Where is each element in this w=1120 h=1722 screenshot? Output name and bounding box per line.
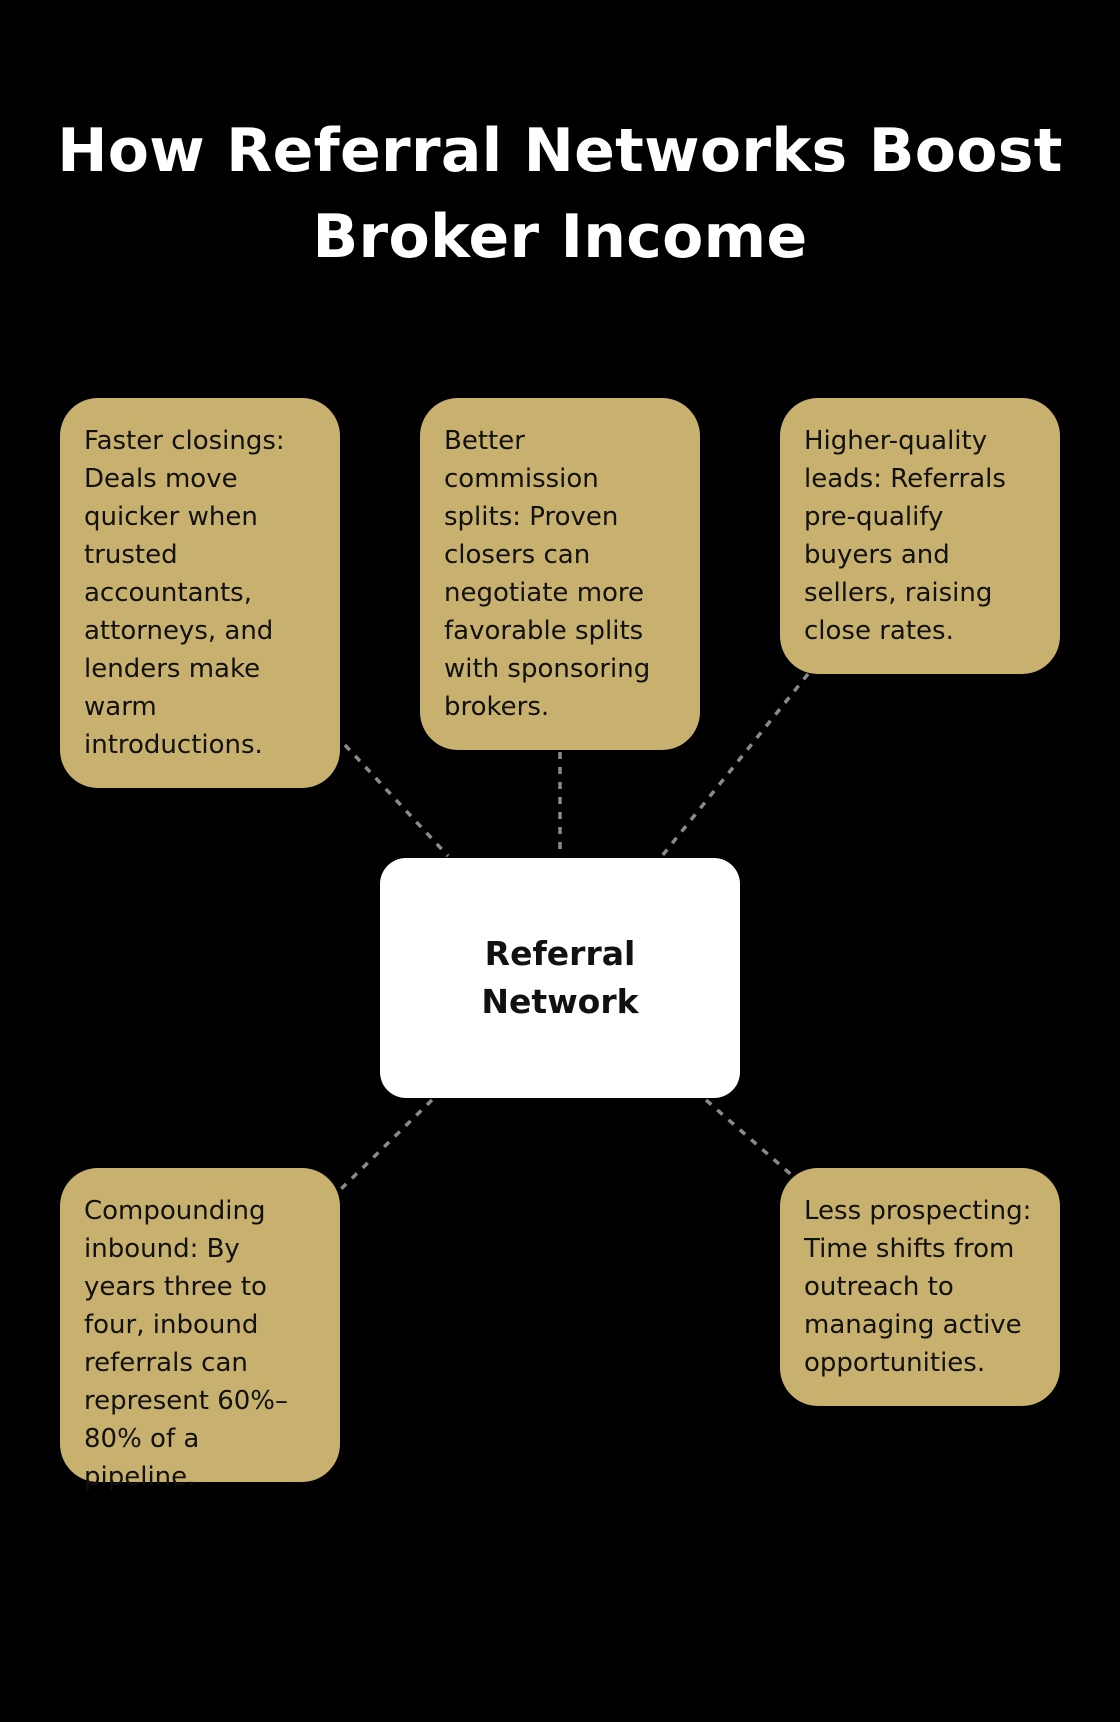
node-less-prospecting: Less prospecting: Time shifts from outre… [780, 1168, 1060, 1406]
node-better-commission-splits: Better commission splits: Proven closers… [420, 398, 700, 750]
node-compounding-inbound: Compounding inbound: By years three to f… [60, 1168, 340, 1492]
node-faster-closings: Faster closings: Deals move quicker when… [60, 398, 340, 788]
center-node-label: Referral Network [481, 934, 639, 1021]
diagram-title: How Referral Networks Boost Broker Incom… [57, 116, 1063, 272]
connector-line-4 [338, 1098, 434, 1192]
connector-line-5 [704, 1098, 797, 1180]
connector-line-1 [343, 743, 450, 858]
node-higher-quality-leads: Higher-quality leads: Referrals pre-qual… [780, 398, 1060, 674]
center-node: Referral Network [380, 858, 740, 1098]
